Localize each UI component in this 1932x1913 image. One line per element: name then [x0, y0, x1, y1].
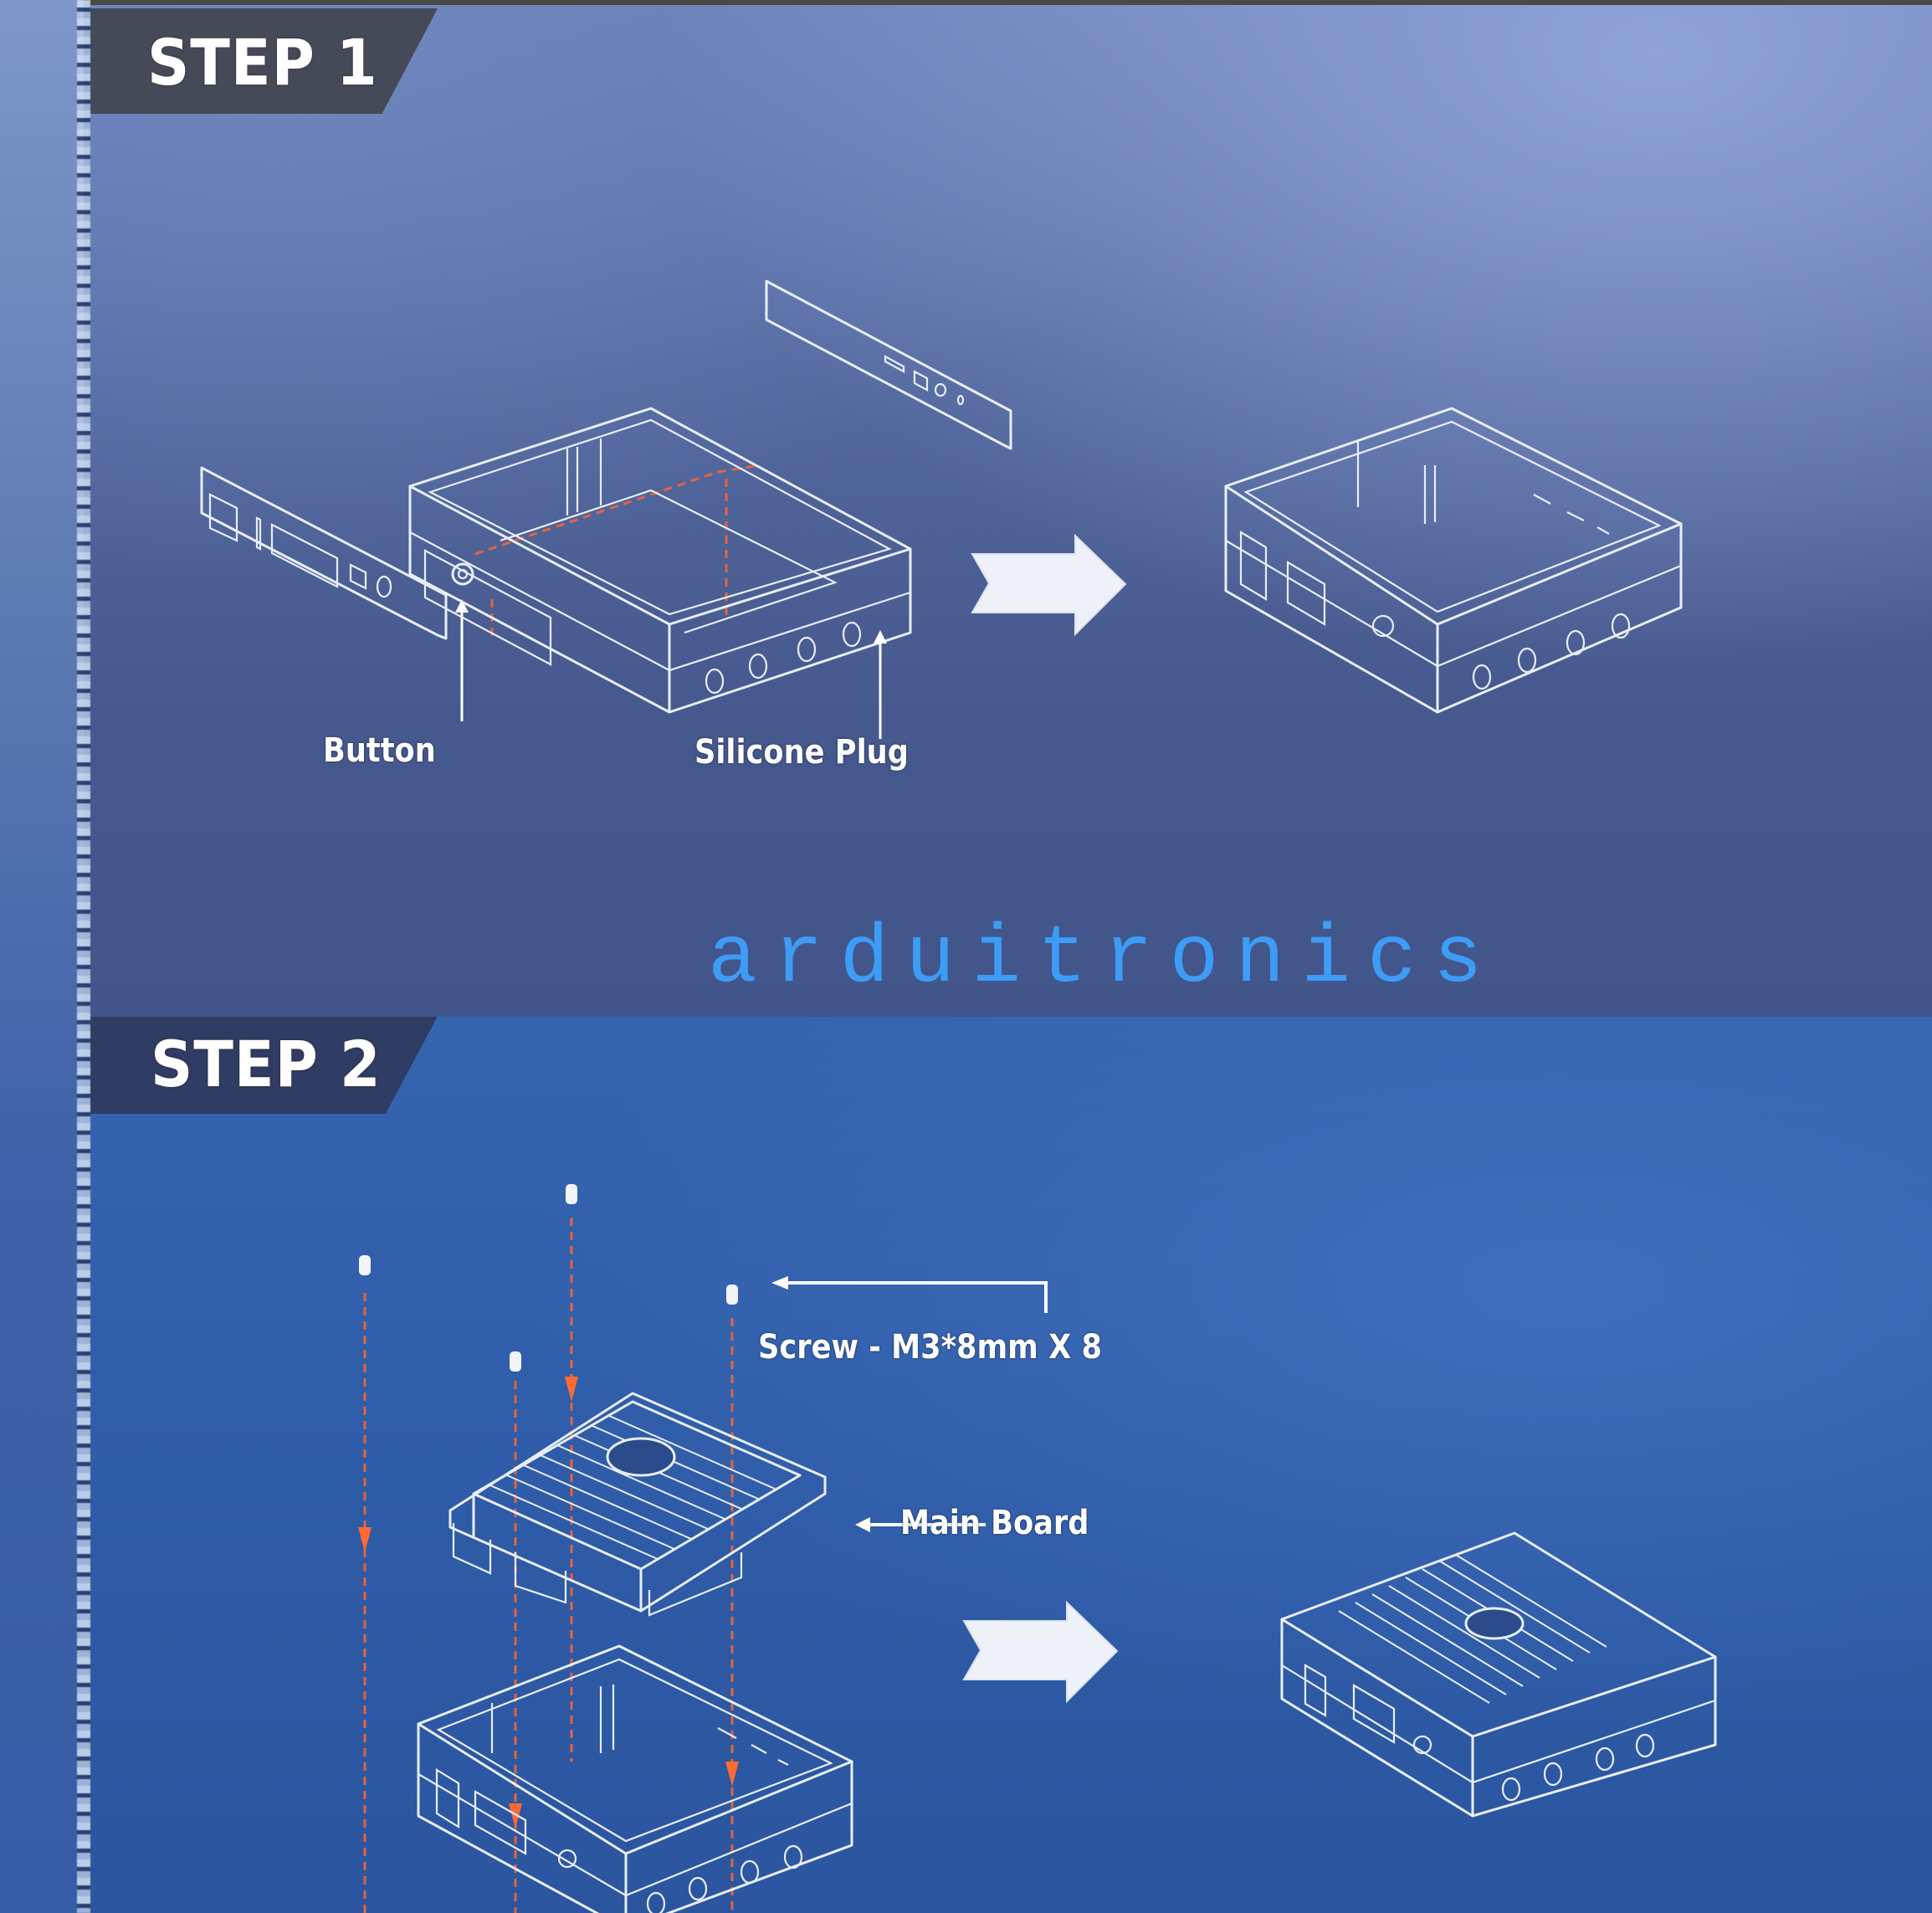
step1-title: STEP 1 — [147, 25, 378, 100]
arrow-left-icon — [771, 1276, 1048, 1313]
main-board-callout-label: Main Board — [900, 1504, 1089, 1542]
arrow-left-icon — [855, 1517, 986, 1532]
rear-panel-plate-icon — [765, 280, 1012, 450]
silicone-plug-callout-label: Silicone Plug — [694, 733, 909, 772]
step2-tab: STEP 2 — [90, 1017, 442, 1114]
step2-title: STEP 2 — [151, 1027, 382, 1101]
watermark: arduitronics — [708, 913, 1499, 1006]
screw-icon — [510, 1351, 521, 1372]
step1-tab: STEP 1 — [90, 8, 438, 114]
alignment-guides — [358, 1218, 739, 1913]
step2-panel: STEP 2 Screw - M3*8mm X 8 — [90, 1017, 1932, 1913]
front-panel-plate-icon — [200, 466, 448, 640]
screw-callout-label: Screw - M3*8mm X 8 — [758, 1328, 1103, 1367]
arrow-right-icon — [971, 533, 1127, 637]
main-board-icon — [448, 1392, 827, 1617]
arrow-up-icon — [455, 599, 469, 721]
case-with-mainboard-icon — [1280, 1531, 1717, 1818]
case-exploded-icon — [408, 407, 912, 714]
screw-icon — [566, 1184, 577, 1204]
page-top-edge — [0, 0, 1932, 7]
button-callout-label: Button — [323, 731, 436, 770]
screw-icon — [359, 1255, 371, 1275]
case-exploded-icon — [417, 1644, 853, 1913]
binding-strip — [0, 0, 84, 1913]
arrow-up-icon — [874, 630, 887, 739]
binding-stitch-seam — [77, 0, 90, 1913]
arrow-right-icon — [962, 1600, 1119, 1704]
step1-panel: STEP 1 Button — [90, 5, 1932, 1017]
case-assembled-icon — [1224, 407, 1683, 714]
screw-icon — [726, 1285, 738, 1305]
